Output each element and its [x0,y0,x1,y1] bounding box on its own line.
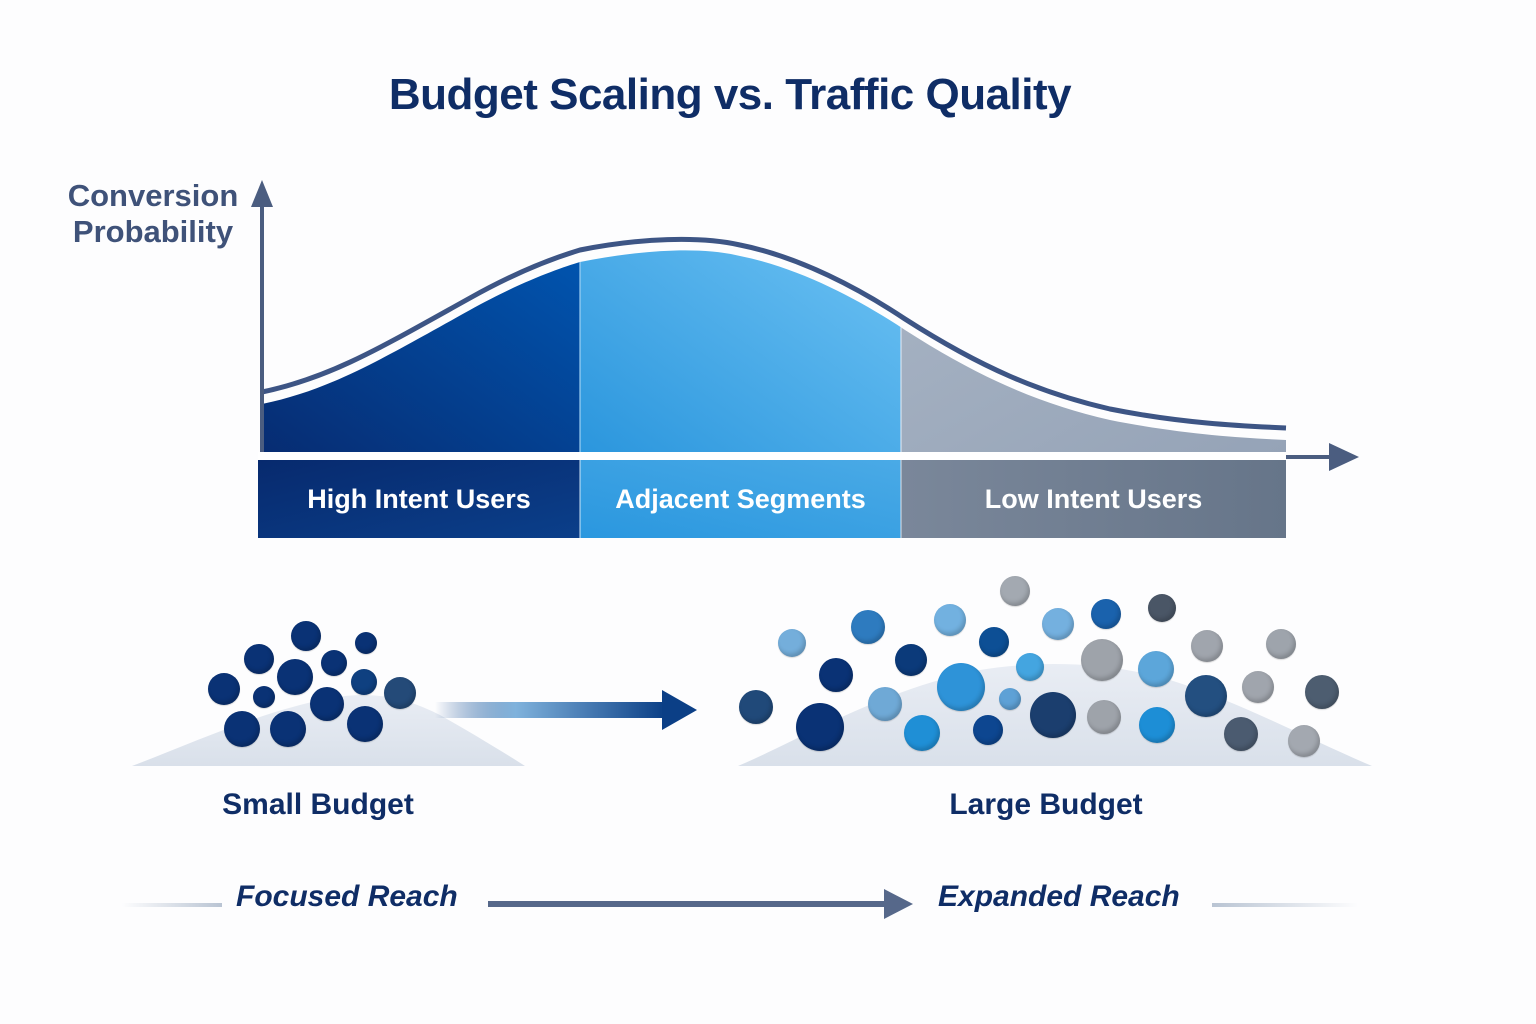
user-dot-icon [1030,692,1076,738]
y-axis-label-line1: Conversion [67,178,239,213]
y-axis-label-line2: Probability [72,214,234,249]
user-dot-icon [904,715,940,751]
user-dot-icon [351,669,377,695]
area-low-intent [901,250,1286,452]
user-dot-icon [1242,671,1274,703]
user-dot-icon [1305,675,1339,709]
user-dot-icon [384,677,416,709]
user-dot-icon [253,686,275,708]
user-dot-icon [244,644,274,674]
segment-label-adjacent: Adjacent Segments [615,483,866,514]
budget-arrow-shaft [435,702,665,718]
large-budget-label: Large Budget [949,788,1143,821]
user-dot-icon [1288,725,1320,757]
user-dot-icon [937,663,985,711]
segment-label-high-intent: High Intent Users [307,483,531,514]
user-dot-icon [778,629,806,657]
reach-arrow-shaft [488,901,886,907]
user-dot-icon [973,715,1003,745]
user-dot-icon [999,688,1021,710]
user-dot-icon [1042,608,1074,640]
user-dot-icon [1138,651,1174,687]
segment-label-low-intent: Low Intent Users [984,483,1203,514]
user-dot-icon [1185,675,1227,717]
user-dot-icon [895,644,927,676]
user-dot-icon [1091,599,1121,629]
chart-title: Budget Scaling vs. Traffic Quality [388,70,1072,119]
small-budget-mound [132,695,525,766]
user-dot-icon [1224,717,1258,751]
user-dot-icon [934,604,966,636]
user-dot-icon [1148,594,1176,622]
user-dot-icon [310,687,344,721]
expanded-reach-label: Expanded Reach [938,880,1180,913]
user-dot-icon [208,673,240,705]
user-dot-icon [321,650,347,676]
user-dot-icon [1081,639,1123,681]
band-adjacent [580,460,901,538]
user-dot-icon [270,711,306,747]
user-dot-icon [291,621,321,651]
user-dot-icon [1139,707,1175,743]
user-dot-icon [1266,629,1296,659]
user-dot-icon [277,659,313,695]
band-low-intent [901,460,1286,538]
curve-area [262,250,1286,452]
area-adjacent [580,250,901,452]
focused-reach-label: Focused Reach [236,880,458,913]
user-dot-icon [224,711,260,747]
user-dot-icon [851,610,885,644]
y-axis-arrow-icon [251,180,273,207]
user-dot-icon [739,690,773,724]
user-dot-icon [979,627,1009,657]
user-dot-icon [1000,576,1030,606]
user-dot-icon [347,706,383,742]
area-high-intent [262,250,580,452]
band-high-intent [258,460,580,538]
y-axis-label: Conversion Probability [58,178,248,250]
x-axis-arrow-icon [1329,443,1359,471]
user-dot-icon [796,703,844,751]
user-dot-icon [819,658,853,692]
user-dot-icon [868,687,902,721]
user-dot-icon [355,632,377,654]
user-dot-icon [1016,653,1044,681]
user-dot-icon [1087,700,1121,734]
reach-arrow-head-icon [884,889,913,919]
user-dot-icon [1191,630,1223,662]
small-budget-label: Small Budget [222,788,414,821]
probability-curve [261,236,1287,431]
budget-arrow-head-icon [662,690,697,730]
